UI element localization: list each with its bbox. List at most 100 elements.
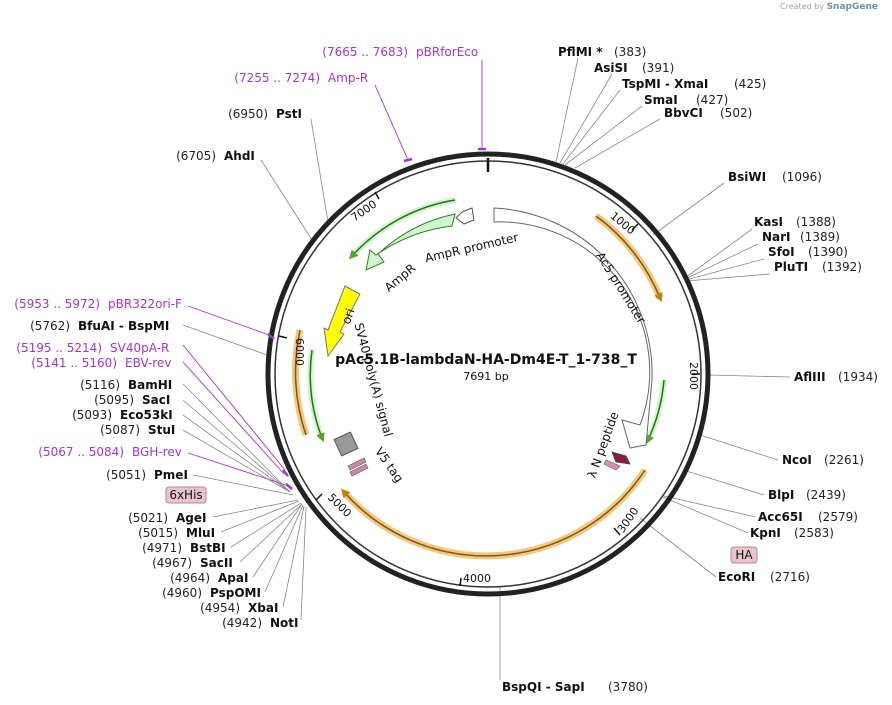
amp-promoter-label: AmpR promoter <box>424 230 520 265</box>
orf-arc-3-line <box>294 329 307 436</box>
site-kpni-pos: (2583) <box>794 526 834 540</box>
ampr-arrow <box>365 213 456 271</box>
green-arc-right-line <box>645 379 665 445</box>
site-bspqi-pos: (3780) <box>608 680 648 694</box>
site-apai[interactable]: ApaI <box>218 571 248 585</box>
site-pmei[interactable]: PmeI <box>154 468 188 482</box>
sv40-label: SV40 poly(A) signal <box>352 321 396 438</box>
site-bbvci[interactable]: BbvCI <box>664 106 703 120</box>
primer-ampr[interactable]: Amp-R <box>328 71 368 85</box>
site-ahdi-pos: (6705) <box>176 149 216 163</box>
primer-marks <box>267 147 486 490</box>
ori-label: ori <box>339 307 357 326</box>
site-bspqi-sapi[interactable]: BspQI - SapI <box>502 680 585 694</box>
site-pflmi[interactable]: PflMI * <box>558 45 603 59</box>
site-pspomi-pos: (4960) <box>162 586 202 600</box>
site-bfuai-bspmi[interactable]: BfuAI - BspMI <box>78 319 169 333</box>
primer-sv40pa-r[interactable]: SV40pA-R <box>110 341 169 355</box>
credit-brand[interactable]: SnapGene <box>826 2 878 12</box>
credit: Created by SnapGene <box>780 2 878 12</box>
site-blpi[interactable]: BlpI <box>768 488 794 502</box>
sites-right: PflMI * (383) AsiSI (391) TspMI - XmaI (… <box>502 45 878 694</box>
site-sfoi[interactable]: SfoI <box>768 245 795 259</box>
site-bstbi[interactable]: BstBI <box>190 541 226 555</box>
site-xbai-pos: (4954) <box>200 601 240 615</box>
site-acc65i[interactable]: Acc65I <box>758 510 803 524</box>
site-xbai[interactable]: XbaI <box>248 601 278 615</box>
v5-tag-shape-2 <box>349 463 369 477</box>
site-kasi[interactable]: KasI <box>754 215 783 229</box>
lambda-n-peptide-shape <box>611 451 631 465</box>
site-pflmi-pos: (383) <box>614 45 646 59</box>
site-tspmi-xmai[interactable]: TspMI - XmaI <box>622 77 708 91</box>
primer-pbr322ori-range: (5953 .. 5972) <box>14 297 100 311</box>
site-asisi[interactable]: AsiSI <box>594 61 628 75</box>
tick-3000: 3000 <box>615 505 642 535</box>
tick-4000: 4000 <box>463 572 491 585</box>
v5-tag-shape-1 <box>347 457 367 471</box>
site-agei[interactable]: AgeI <box>176 511 206 525</box>
site-mlui[interactable]: MluI <box>186 526 215 540</box>
orf-arc-2 <box>341 468 648 560</box>
site-smai-pos: (427) <box>696 93 728 107</box>
site-saci[interactable]: SacI <box>142 393 170 407</box>
site-noti-pos: (4942) <box>222 616 262 630</box>
site-sacii[interactable]: SacII <box>200 556 233 570</box>
ha-box <box>730 546 758 564</box>
site-pmei-pos: (5051) <box>106 468 146 482</box>
primer-leaders <box>182 60 483 487</box>
site-stui[interactable]: StuI <box>148 423 175 437</box>
site-eco53ki[interactable]: Eco53kI <box>120 408 173 422</box>
site-smai[interactable]: SmaI <box>644 93 678 107</box>
green-arc-left-line <box>309 349 325 443</box>
site-bfuai-pos: (5762) <box>30 319 70 333</box>
site-sfoi-pos: (1390) <box>808 245 848 259</box>
ruler-ticks <box>278 191 700 587</box>
site-kpni[interactable]: KpnI <box>750 526 781 540</box>
tick-2000: 2000 <box>687 362 700 390</box>
site-pluti[interactable]: PluTI <box>774 260 808 274</box>
plasmid-backbone <box>265 151 711 597</box>
site-bsiwi-pos: (1096) <box>782 170 822 184</box>
primer-ampr-range: (7255 .. 7274) <box>234 71 320 85</box>
ampr-promoter-arrow <box>455 207 475 225</box>
site-bbvci-pos: (502) <box>720 106 752 120</box>
site-psti[interactable]: PstI <box>276 107 302 121</box>
site-pluti-pos: (1392) <box>822 260 862 274</box>
ampr-label: AmpR <box>382 261 418 295</box>
primer-pbrforeco-range: (7665 .. 7683) <box>322 45 408 59</box>
site-mlui-pos: (5015) <box>138 526 178 540</box>
credit-prefix: Created by <box>780 2 825 11</box>
site-ecori[interactable]: EcoRI <box>718 570 755 584</box>
site-apai-pos: (4964) <box>170 571 210 585</box>
site-blpi-pos: (2439) <box>806 488 846 502</box>
site-nari[interactable]: NarI <box>762 230 791 244</box>
leader-lines <box>182 57 791 680</box>
site-ahdi[interactable]: AhdI <box>224 149 255 163</box>
primer-bgh-rev[interactable]: BGH-rev <box>132 445 182 459</box>
site-kasi-pos: (1388) <box>796 215 836 229</box>
primer-pbr322ori-f[interactable]: pBR322ori-F <box>108 297 182 311</box>
primer-pbrforeco[interactable]: pBRforEco <box>416 45 478 59</box>
plasmid-size: 7691 bp <box>463 370 508 383</box>
site-ncoi[interactable]: NcoI <box>782 453 812 467</box>
site-bamhi[interactable]: BamHI <box>128 378 172 392</box>
ampr-outer-arc-line <box>348 199 456 260</box>
site-bsiwi[interactable]: BsiWI <box>728 170 766 184</box>
site-noti[interactable]: NotI <box>270 616 299 630</box>
sites-left: (6950) PstI (6705) AhdI (5762) BfuAI - B… <box>30 107 302 630</box>
site-pspomi[interactable]: PspOMI <box>210 586 261 600</box>
site-eco53ki-pos: (5093) <box>72 408 112 422</box>
ha-label: HA <box>735 548 753 562</box>
site-psti-pos: (6950) <box>228 107 268 121</box>
primer-ebv-rev[interactable]: EBV-rev <box>125 356 171 370</box>
his-box <box>165 486 207 504</box>
sv40-box <box>333 431 359 457</box>
site-afliii[interactable]: AflIII <box>794 370 826 384</box>
v5-tag-label: V5 tag <box>372 445 406 485</box>
primer-labels: (7665 .. 7683) pBRforEco (7255 .. 7274) … <box>14 45 478 459</box>
site-nari-pos: (1389) <box>800 230 840 244</box>
his-label: 6xHis <box>169 488 202 502</box>
site-saci-pos: (5095) <box>94 393 134 407</box>
